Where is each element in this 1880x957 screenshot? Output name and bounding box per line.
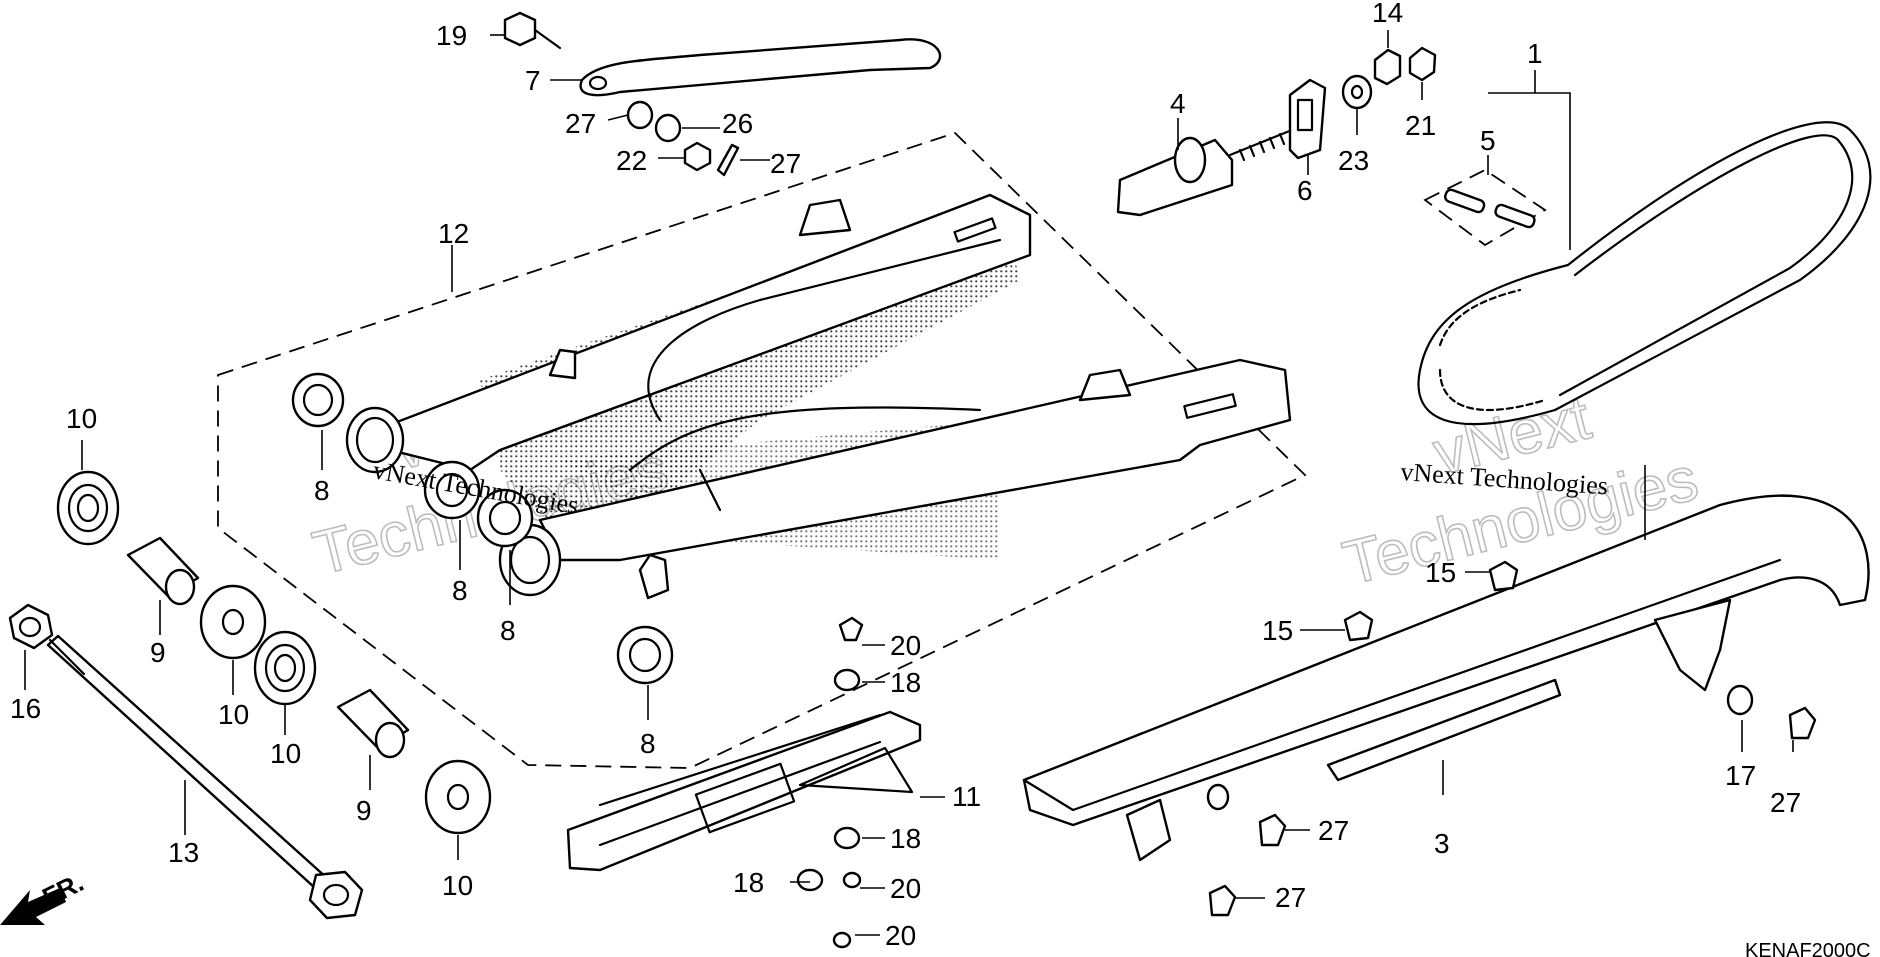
callout-10-c: 10 [270, 738, 301, 769]
callout-20-c: 20 [885, 920, 916, 951]
callout-18-b: 18 [890, 823, 921, 854]
callout-13: 13 [168, 837, 199, 868]
small-hardware [1341, 46, 1437, 110]
diagram-code: KENAF2000C [1745, 940, 1871, 957]
callout-9-b: 9 [356, 795, 372, 826]
chain-adjuster [1116, 78, 1327, 217]
callout-19: 19 [436, 20, 467, 51]
callout-10-a: 10 [66, 403, 97, 434]
callout-12: 12 [438, 218, 469, 249]
swingarm [345, 193, 1292, 600]
callout-10-b: 10 [218, 699, 249, 730]
callout-18-a: 18 [890, 667, 921, 698]
callout-6: 6 [1297, 175, 1313, 206]
bearing-parts [56, 470, 492, 835]
callout-10-d: 10 [442, 870, 473, 901]
callout-16: 16 [10, 693, 41, 724]
callout-25: 27 [565, 108, 596, 139]
callout-8-b: 8 [452, 575, 468, 606]
callout-27-b: 27 [1318, 815, 1349, 846]
callout-3: 3 [1434, 828, 1450, 859]
callout-15-b: 15 [1262, 615, 1293, 646]
callout-8-a: 8 [314, 475, 330, 506]
callout-9-a: 9 [150, 637, 166, 668]
bushing-parts [291, 372, 674, 685]
callout-24: 26 [722, 108, 753, 139]
fasteners [503, 11, 1817, 949]
leader-lines [24, 30, 1794, 936]
upper-rod [579, 38, 942, 97]
callout-8-c: 8 [500, 615, 516, 646]
callout-20-a: 20 [890, 630, 921, 661]
callout-22: 22 [616, 145, 647, 176]
collar-parts [126, 536, 410, 759]
chain-slider [566, 710, 922, 872]
callout-5: 5 [1480, 125, 1496, 156]
callout-20-b: 20 [890, 873, 921, 904]
callout-8-d: 8 [640, 728, 656, 759]
callout-11: 11 [952, 781, 981, 812]
callout-17: 17 [1725, 760, 1756, 791]
callout-27-c: 27 [1275, 882, 1306, 913]
callout-21: 21 [1405, 110, 1436, 141]
callout-14: 14 [1372, 0, 1403, 28]
drive-chain [1417, 121, 1872, 426]
callout-26: 27 [770, 148, 801, 179]
swingarm-assembly-box [217, 131, 1307, 769]
callout-15-a: 15 [1425, 557, 1456, 588]
callout-1: 1 [1527, 38, 1543, 69]
callout-23: 23 [1338, 145, 1369, 176]
callout-4: 4 [1170, 88, 1186, 119]
front-direction-arrow-icon: FR. [0, 867, 88, 925]
callout-7: 7 [525, 65, 541, 96]
callout-27-a: 27 [1770, 787, 1801, 818]
callout-18-c: 18 [733, 867, 764, 898]
pivot-bolt [8, 603, 364, 920]
chain-case [1022, 494, 1870, 862]
callout-labels: 19 7 27 26 22 27 12 4 6 23 14 21 1 5 10 … [10, 0, 1801, 951]
